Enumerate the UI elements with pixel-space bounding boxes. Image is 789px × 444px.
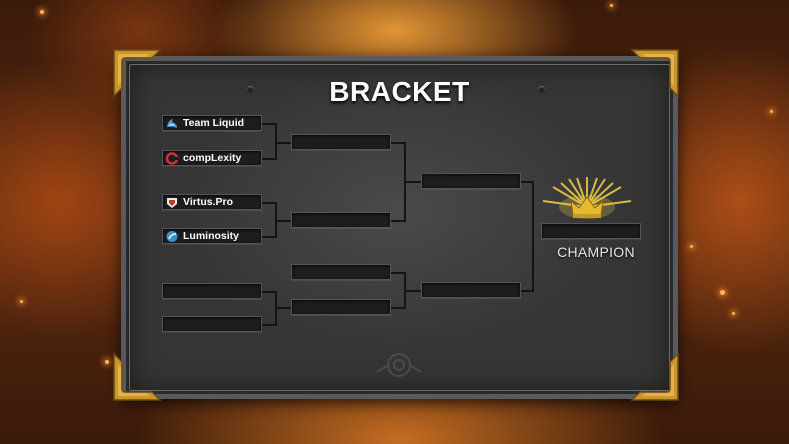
bracket-connector (404, 181, 421, 183)
bracket-connector (262, 324, 276, 326)
bracket-connector (391, 142, 405, 144)
team-name: compLexity (183, 152, 242, 164)
bracket-connector (521, 181, 533, 183)
ember-spark (610, 4, 613, 7)
bracket-slot-champion[interactable] (541, 223, 641, 239)
bracket-connector (391, 307, 405, 309)
rivet-right (538, 86, 545, 93)
bracket-connector (275, 123, 277, 160)
ember-spark (732, 312, 735, 315)
bracket-slot-round2[interactable] (291, 134, 391, 150)
team-liquid-icon (165, 117, 179, 130)
page-title: BRACKET (329, 76, 470, 107)
bracket-slot-semifinal[interactable] (421, 282, 521, 298)
bracket-slot-semifinal[interactable] (421, 173, 521, 189)
bracket-connector (275, 220, 291, 222)
team-name: Virtus.Pro (183, 196, 233, 208)
bracket-slot-empty[interactable] (162, 283, 262, 299)
bracket-connector (262, 202, 276, 204)
bracket-slot-virtus-pro[interactable]: Virtus.Pro (162, 194, 262, 210)
virtus-pro-icon (165, 196, 179, 209)
bracket-slot-round2[interactable] (291, 299, 391, 315)
bracket-connector (532, 181, 534, 292)
bracket-connector (262, 123, 276, 125)
gold-corner-bottom-left (113, 352, 162, 401)
luminosity-icon (165, 230, 179, 243)
bracket-connector (404, 290, 421, 292)
hearthstone-emblem-icon (376, 353, 422, 377)
team-name: Luminosity (183, 230, 240, 242)
champion-label: CHAMPION (557, 244, 635, 260)
bracket-connector (391, 272, 405, 274)
ember-spark (720, 290, 725, 295)
ember-spark (105, 360, 109, 364)
gold-corner-top-left (113, 49, 162, 98)
ember-spark (770, 110, 773, 113)
ember-spark (690, 245, 693, 248)
ember-spark (20, 300, 23, 303)
rivet-left (247, 86, 254, 93)
complexity-icon (165, 151, 179, 165)
ember-spark (40, 10, 44, 14)
bracket-slot-team-liquid[interactable]: Team Liquid (162, 115, 262, 131)
gold-corner-top-right (630, 49, 679, 98)
bracket-panel: BRACKET Team Liquid compLexity Virtus.Pr… (121, 56, 678, 399)
team-name: Team Liquid (183, 117, 245, 129)
bracket-connector (262, 236, 276, 238)
bracket-slot-round2[interactable] (291, 212, 391, 228)
bracket-slot-complexity[interactable]: compLexity (162, 150, 262, 166)
bracket-connector (275, 307, 291, 309)
bracket-connector (262, 158, 276, 160)
bracket-slot-luminosity[interactable]: Luminosity (162, 228, 262, 244)
bracket-slot-empty[interactable] (162, 316, 262, 332)
bracket-slot-round2[interactable] (291, 264, 391, 280)
bracket-connector (275, 142, 291, 144)
bracket-connector (391, 220, 405, 222)
gold-corner-bottom-right (630, 352, 679, 401)
crown-icon (542, 177, 632, 219)
bracket-connector (262, 291, 276, 293)
bracket-connector (521, 290, 533, 292)
